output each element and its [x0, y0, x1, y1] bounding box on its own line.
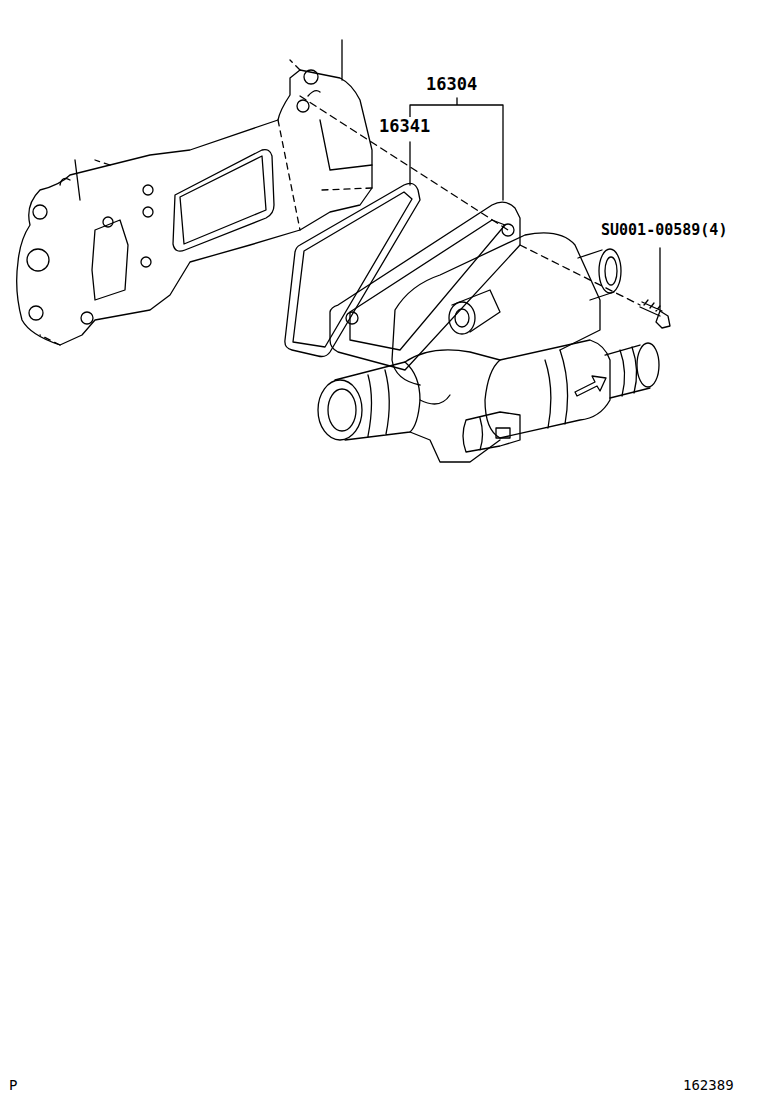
thermostat-housing: [318, 202, 659, 462]
inlet-pipe: [335, 362, 420, 440]
water-port: [173, 150, 274, 252]
flange-hole: [346, 312, 358, 324]
callout-number: 16304: [425, 75, 478, 94]
part-number: SU001-00589(4): [600, 222, 728, 239]
small-outlet-neck: [452, 290, 500, 332]
bolt-hole: [304, 70, 318, 84]
block-rib: [308, 91, 372, 170]
bolt-hole: [33, 205, 47, 219]
bolt-hole: [143, 207, 153, 217]
upper-pipe-end: [599, 249, 621, 293]
gasket-outer: [285, 183, 420, 356]
alignment-line: [300, 96, 640, 305]
outlet-pipe-end: [637, 343, 659, 387]
bolt-hole: [143, 185, 153, 195]
flow-arrow: [575, 376, 606, 396]
bolt: [640, 300, 670, 328]
outlet-pipe-rib: [620, 347, 637, 396]
block-face-detail: [60, 160, 128, 300]
block-dashed-edge: [40, 60, 372, 345]
bolt-hole: [103, 217, 113, 227]
upper-pipe-bore: [605, 257, 617, 285]
gasket: [285, 183, 420, 356]
inlet-pipe-bore: [328, 389, 356, 431]
diagram-number: 162389: [682, 1078, 735, 1093]
engine-block: [17, 40, 372, 345]
housing-flange: [330, 202, 520, 370]
sensor-plug: [496, 428, 510, 438]
bolt-hole: [27, 249, 49, 271]
callout-number: 16341: [378, 117, 431, 136]
leader-line: [410, 98, 503, 200]
small-outlet-bore: [455, 309, 469, 327]
flange-inner: [350, 220, 505, 350]
bolt-hole: [81, 312, 93, 324]
block-outline: [17, 40, 372, 345]
inlet-pipe-end: [318, 380, 362, 440]
outlet-pipe: [605, 345, 650, 398]
small-outlet: [449, 302, 475, 334]
leader-line: [659, 248, 660, 310]
bolt-hole: [297, 100, 309, 112]
bolt-hole: [29, 306, 43, 320]
bolt-hole: [141, 257, 151, 267]
outlet-body: [485, 340, 610, 438]
leader-line: [409, 142, 410, 185]
temperature-sensor: [463, 412, 520, 452]
page-code: P: [8, 1078, 18, 1093]
bolt-head: [656, 311, 670, 328]
housing-body: [392, 233, 600, 385]
